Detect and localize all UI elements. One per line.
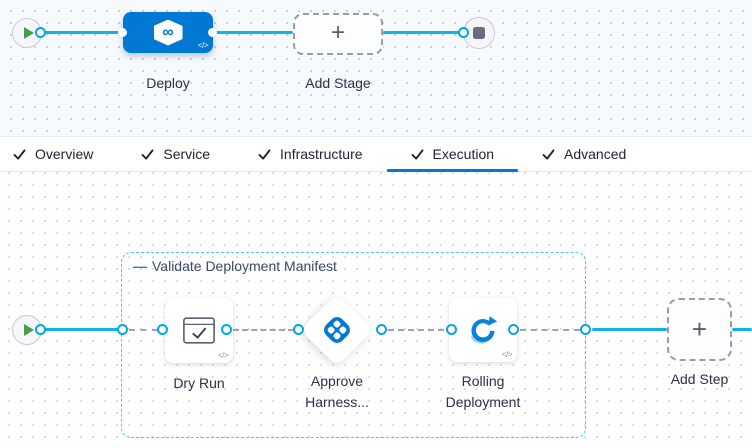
- connector-port: [208, 28, 217, 37]
- collapse-icon[interactable]: —: [133, 258, 147, 274]
- tab-overview[interactable]: Overview: [0, 137, 117, 171]
- edge-line: [213, 31, 293, 34]
- code-icon: </>: [217, 351, 229, 360]
- stage-graph-canvas[interactable]: ∞ </> Deploy + Add Stage: [0, 0, 752, 137]
- connector-port: [35, 27, 46, 38]
- edge-line-dashed: [520, 329, 580, 331]
- add-step-label: Add Step: [670, 371, 729, 387]
- connector-port: [117, 324, 128, 335]
- add-stage-button[interactable]: +: [293, 13, 383, 55]
- connector-port: [221, 324, 232, 335]
- approval-icon: [324, 317, 350, 343]
- connector-port: [118, 28, 127, 37]
- step-node-rolling-deployment[interactable]: </>: [449, 298, 517, 362]
- connector-port: [446, 324, 457, 335]
- tab-label: Overview: [35, 146, 94, 162]
- stop-icon: [473, 27, 485, 39]
- step-group-header[interactable]: — Validate Deployment Manifest: [133, 258, 337, 274]
- connector-port: [580, 324, 591, 335]
- step-label: Rolling Deployment: [445, 373, 521, 410]
- connector-port: [376, 324, 387, 335]
- step-node-dry-run[interactable]: </>: [165, 298, 233, 363]
- connector-port: [508, 324, 519, 335]
- tab-advanced[interactable]: Advanced: [518, 137, 650, 171]
- edge-line-dashed: [388, 329, 444, 331]
- stage-tab-bar: Overview Service Infrastructure Executio…: [0, 137, 752, 172]
- execution-graph-canvas[interactable]: — Validate Deployment Manifest </> Dry R…: [0, 172, 752, 448]
- tab-label: Execution: [432, 146, 495, 162]
- connector-port: [458, 27, 469, 38]
- harness-cd-icon: ∞: [153, 19, 183, 46]
- edge-line: [41, 328, 123, 331]
- stage-label: Deploy: [146, 75, 190, 91]
- play-icon: [23, 27, 34, 39]
- add-stage-label: Add Stage: [305, 75, 371, 91]
- check-icon: [258, 148, 271, 160]
- tab-service[interactable]: Service: [117, 137, 234, 171]
- edge-line-dashed: [233, 329, 294, 331]
- add-step-button[interactable]: +: [667, 298, 732, 361]
- connector-port: [35, 324, 46, 335]
- edge-line: [732, 328, 752, 331]
- edge-line-dashed: [129, 329, 158, 331]
- plus-icon: +: [691, 313, 708, 344]
- edge-line: [383, 31, 463, 34]
- tab-label: Infrastructure: [280, 146, 363, 162]
- tab-execution[interactable]: Execution: [386, 137, 519, 172]
- check-icon: [141, 148, 154, 160]
- tab-label: Service: [163, 146, 211, 162]
- plus-icon: +: [330, 19, 345, 46]
- step-group-label: Validate Deployment Manifest: [152, 258, 337, 274]
- edge-line: [592, 328, 667, 331]
- connector-port: [293, 324, 304, 335]
- step-group-container: [121, 252, 586, 438]
- code-icon: </>: [501, 350, 513, 359]
- rolling-deployment-icon: [471, 316, 498, 344]
- check-icon: [542, 148, 555, 160]
- play-icon: [23, 324, 34, 336]
- check-icon: [411, 148, 424, 160]
- check-icon: [13, 148, 26, 160]
- tab-infrastructure[interactable]: Infrastructure: [234, 137, 386, 171]
- dry-run-icon: [183, 317, 215, 344]
- step-label: Dry Run: [173, 375, 225, 391]
- step-label: Approve Harness...: [305, 373, 369, 410]
- edge-line: [41, 31, 123, 34]
- tab-label: Advanced: [564, 146, 627, 162]
- stage-node-deploy[interactable]: ∞ </>: [123, 12, 213, 53]
- code-icon: </>: [197, 41, 209, 50]
- connector-port: [157, 324, 168, 335]
